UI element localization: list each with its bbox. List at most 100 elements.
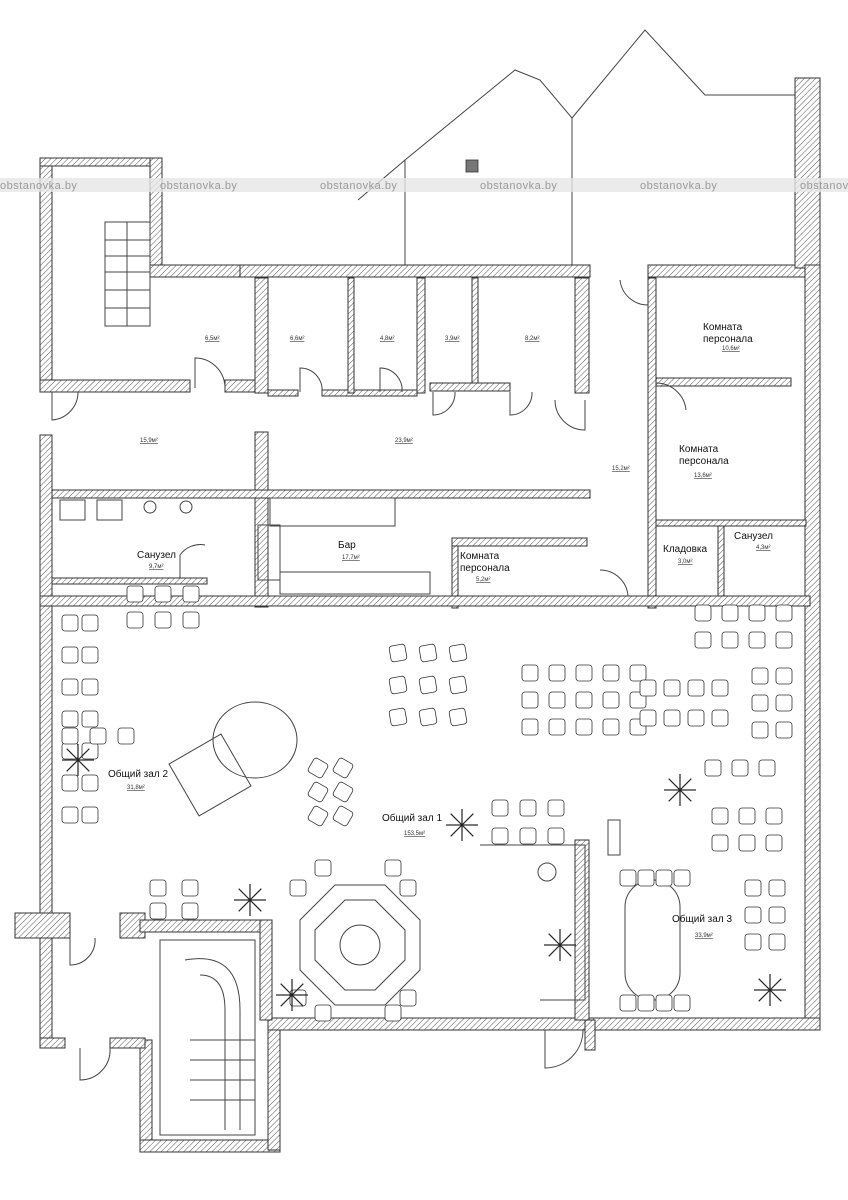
chair — [521, 664, 539, 682]
chair — [751, 721, 769, 739]
svg-text:obstanovka.by: obstanovka.by — [640, 180, 717, 192]
room-area: 17,7м² — [342, 555, 360, 561]
staircase-top — [104, 221, 151, 327]
chair — [81, 678, 99, 696]
chair — [602, 664, 620, 682]
chair — [748, 604, 766, 622]
chair — [738, 807, 756, 825]
chair — [704, 759, 722, 777]
room-name: Бар — [338, 540, 356, 551]
room-area: 13,6м² — [694, 473, 712, 479]
chair — [768, 933, 786, 951]
chair — [149, 879, 167, 897]
chair — [731, 759, 749, 777]
chair — [629, 664, 647, 682]
chair — [673, 994, 691, 1012]
plant-icon — [291, 983, 304, 996]
room-labels: 6,5м² 6,6м² 4,8м² 3,9м² 8,2м² 15,9м² 23,… — [108, 322, 773, 939]
plant-icon — [291, 994, 304, 1007]
chair — [673, 869, 691, 887]
chair — [575, 664, 593, 682]
plant-icon — [77, 748, 90, 761]
chair — [81, 646, 99, 664]
chair — [519, 827, 537, 845]
room-area: 153,5м² — [404, 831, 425, 837]
chair — [289, 989, 307, 1007]
chair — [61, 806, 79, 824]
chair — [61, 678, 79, 696]
chair — [711, 834, 729, 852]
chair — [521, 691, 539, 709]
plant-icon — [66, 748, 79, 761]
plant-icon — [280, 994, 293, 1007]
room-name: Общий зал 1 — [382, 812, 442, 824]
svg-text:obstanovka.by: obstanovka.by — [320, 180, 397, 192]
chair — [388, 675, 408, 695]
room-area: 3,9м² — [445, 336, 459, 342]
sink — [143, 500, 157, 514]
chair — [738, 834, 756, 852]
chair — [548, 691, 566, 709]
chair — [182, 585, 200, 603]
plant-icon — [461, 824, 474, 837]
plant-icon — [769, 989, 782, 1002]
room-area: 6,5м² — [205, 336, 219, 342]
chair — [768, 879, 786, 897]
plant-icon — [559, 944, 572, 957]
chair — [694, 631, 712, 649]
room-area: 33,9м² — [695, 933, 713, 939]
chair — [575, 718, 593, 736]
chair — [547, 799, 565, 817]
chair — [744, 906, 762, 924]
room-name: Общий зал 3 — [672, 913, 732, 925]
chair — [765, 807, 783, 825]
room-name: персонала — [679, 456, 729, 467]
plant-icon — [758, 978, 771, 991]
chair — [775, 694, 793, 712]
chair — [575, 691, 593, 709]
chair — [61, 774, 79, 792]
chair — [182, 611, 200, 629]
chair — [687, 679, 705, 697]
plant-icon — [66, 759, 79, 772]
plant-icon — [249, 888, 262, 901]
chair — [388, 707, 408, 727]
walls — [14, 77, 821, 1153]
chair — [751, 667, 769, 685]
furniture — [59, 497, 793, 1022]
chair — [655, 994, 673, 1012]
room-name: Общий зал 2 — [108, 768, 168, 780]
chair — [519, 799, 537, 817]
chair — [81, 806, 99, 824]
chair — [126, 585, 144, 603]
room-name: персонала — [460, 563, 510, 574]
chair — [687, 709, 705, 727]
room-name: Комната — [460, 551, 500, 562]
chair — [765, 834, 783, 852]
doors — [51, 279, 687, 1081]
room-name: Комната — [679, 444, 719, 455]
chair — [602, 718, 620, 736]
chair — [655, 869, 673, 887]
chair — [61, 710, 79, 728]
room-area: 4,8м² — [380, 336, 394, 342]
chair — [126, 611, 144, 629]
chair — [332, 757, 354, 779]
chair — [775, 631, 793, 649]
room-area: 3,0м² — [678, 559, 692, 565]
chair — [637, 869, 655, 887]
chair — [491, 827, 509, 845]
chair — [775, 721, 793, 739]
chair — [711, 807, 729, 825]
chair — [775, 667, 793, 685]
room-area: 4,3м² — [756, 545, 770, 551]
room-name: Санузел — [734, 531, 773, 542]
room-name: Комната — [703, 322, 743, 333]
chair — [639, 679, 657, 697]
watermark-band: obstanovka.by obstanovka.by obstanovka.b… — [0, 178, 848, 192]
svg-text:obstanovka.by: obstanovka.by — [480, 180, 557, 192]
chair — [399, 879, 417, 897]
chair — [307, 757, 329, 779]
chair — [751, 694, 769, 712]
chair — [418, 675, 438, 695]
